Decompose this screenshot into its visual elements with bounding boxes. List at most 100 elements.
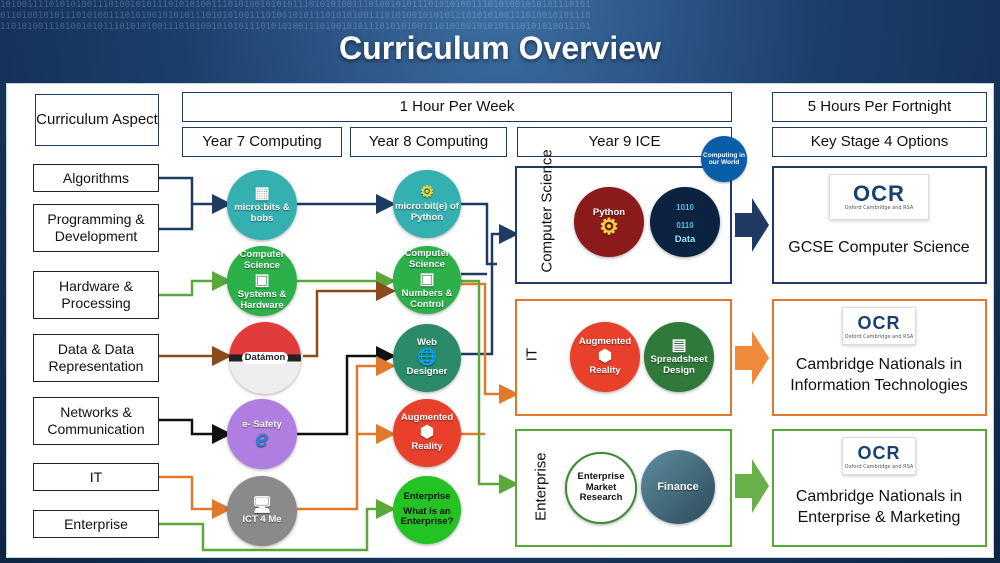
header-one-hour: 1 Hour Per Week xyxy=(182,92,732,122)
aspect-data: Data & Data Representation xyxy=(33,334,159,382)
chip-icon: ▣ xyxy=(419,271,435,288)
header-year9: Year 9 ICE xyxy=(517,127,732,157)
binary-background: 1010011110101010011101001010111010101001… xyxy=(0,0,591,32)
y8-augmented-top: Augmented xyxy=(400,412,454,424)
aspect-networks: Networks & Communication xyxy=(33,397,159,445)
y9-augmented-top: Augmented xyxy=(578,336,632,348)
y7-microbits-label: micro:bits & bobs xyxy=(234,202,290,224)
ocr-logo-text: OCR xyxy=(853,181,905,206)
aspect-programming-label: Programming & Development xyxy=(47,211,145,244)
y9-python: Python ⚙ xyxy=(574,187,644,257)
y9-spreadsheet: ▤ Spreadsheet Design xyxy=(644,322,714,392)
aspect-algorithms: Algorithms xyxy=(33,164,159,192)
header-year8-label: Year 8 Computing xyxy=(368,133,489,150)
aspect-programming: Programming & Development xyxy=(33,204,159,252)
y7-ict4me: 🖥 ICT 4 Me xyxy=(227,476,297,546)
y8-enterprise-bottom: What is an Enterprise? xyxy=(400,505,454,528)
aspect-networks-label: Networks & Communication xyxy=(47,404,145,437)
y7-datamon: Datámon xyxy=(229,322,301,394)
y8-python: ⚙ micro:bit(e) of Python xyxy=(393,170,461,238)
cube-icon: ⬢ xyxy=(420,424,434,441)
header-curriculum-aspect: Curriculum Aspect xyxy=(35,94,159,146)
diagram-panel: Curriculum Aspect 1 Hour Per Week 5 Hour… xyxy=(6,83,994,558)
python-icon: ⚙ xyxy=(419,184,435,202)
header-year7-label: Year 7 Computing xyxy=(202,133,322,150)
aspect-enterprise-label: Enterprise xyxy=(64,515,128,532)
y9-finance-label: Finance xyxy=(657,480,699,493)
ocr-logo-sub: Oxford Cambridge and RSA xyxy=(844,464,914,470)
cube-icon: ⬢ xyxy=(598,348,612,365)
header-year8: Year 8 Computing xyxy=(350,127,507,157)
header-five-hours-label: 5 Hours Per Fortnight xyxy=(807,98,952,115)
y7-cs-systems: Computer Science ▣ Systems & Hardware xyxy=(227,246,297,316)
connector-lines xyxy=(159,176,519,552)
arrow-cs xyxy=(735,198,769,252)
ks4-cn-enterprise-title: Cambridge Nationals in Enterprise & Mark… xyxy=(795,488,963,526)
header-curriculum-aspect-label: Curriculum Aspect xyxy=(36,111,158,128)
header-one-hour-label: 1 Hour Per Week xyxy=(399,98,515,115)
ks4-gcse-cs-title: GCSE Computer Science xyxy=(788,239,970,256)
ks4-cn-enterprise: OCR Oxford Cambridge and RSA Cambridge N… xyxy=(772,429,987,547)
aspect-algorithms-label: Algorithms xyxy=(62,169,130,186)
aspect-hardware-label: Hardware & Processing xyxy=(59,278,133,311)
aspect-it-label: IT xyxy=(89,468,103,485)
y9-python-label: Python xyxy=(592,206,626,218)
y9-data-label: Data xyxy=(674,233,696,245)
microbit-icon: ▦ xyxy=(254,185,270,203)
header-year9-label: Year 9 ICE xyxy=(588,133,661,150)
header-ks4: Key Stage 4 Options xyxy=(772,127,987,157)
aspect-enterprise: Enterprise xyxy=(33,510,159,538)
y7-microbits: ▦ micro:bits & bobs xyxy=(227,170,297,240)
page-title: Curriculum Overview xyxy=(339,30,661,66)
y7-esafety-label: e- Safety xyxy=(242,418,282,430)
y7-esafety: e- Safety ℯ xyxy=(227,399,297,469)
y9-finance: Finance xyxy=(641,450,715,524)
ocr-logo-sub: Oxford Cambridge and RSA xyxy=(844,205,914,211)
ks4-cn-it: OCR Oxford Cambridge and RSA Cambridge N… xyxy=(772,299,987,416)
ocr-logo-sub: Oxford Cambridge and RSA xyxy=(844,334,914,340)
ocr-logo-text: OCR xyxy=(857,313,901,333)
aspect-it: IT xyxy=(33,463,159,491)
ks4-arrows xyxy=(735,198,769,513)
y7-ict4me-label: ICT 4 Me xyxy=(242,513,282,525)
y8-web-bottom: Designer xyxy=(406,366,448,377)
y9-augmented-bottom: Reality xyxy=(589,365,621,376)
y8-web-top: Web xyxy=(417,337,437,349)
y9-market-research-label: Enterprise Market Research xyxy=(577,470,625,504)
computer-icon: 🖥 xyxy=(251,496,273,514)
y7-cs-systems-bottom: Systems & Hardware xyxy=(237,289,287,311)
ocr-logo: OCR Oxford Cambridge and RSA xyxy=(842,307,916,345)
y8-web-designer: Web 🌐 Designer xyxy=(393,324,461,392)
header-year7: Year 7 Computing xyxy=(182,127,342,157)
chip-icon: ▣ xyxy=(254,272,270,289)
arrow-enterprise xyxy=(735,459,769,513)
spreadsheet-icon: ▤ xyxy=(671,337,687,355)
header-five-hours: 5 Hours Per Fortnight xyxy=(772,92,987,122)
ocr-logo: OCR Oxford Cambridge and RSA xyxy=(829,174,929,220)
y8-augmented: Augmented ⬢ Reality xyxy=(393,399,461,467)
y8-enterprise-top: Enterprise xyxy=(403,490,451,502)
y8-enterprise: Enterprise What is an Enterprise? xyxy=(393,476,461,544)
ks4-gcse-cs: OCR Oxford Cambridge and RSA GCSE Comput… xyxy=(772,166,987,284)
aspect-hardware: Hardware & Processing xyxy=(33,271,159,319)
y9-spreadsheet-label: Spreadsheet Design xyxy=(650,354,708,376)
arrow-it xyxy=(735,331,769,385)
y8-python-label: micro:bit(e) of Python xyxy=(395,201,459,223)
y7-datamon-label: Datámon xyxy=(241,351,289,365)
globe-icon: 🌐 xyxy=(417,349,437,366)
y9-badge-label: Computing in our World xyxy=(703,151,745,166)
ocr-logo: OCR Oxford Cambridge and RSA xyxy=(842,437,916,475)
y8-cs-numbers: Computer Science ▣ Numbers & Control xyxy=(393,246,461,314)
ks4-cn-it-title: Cambridge Nationals in Information Techn… xyxy=(790,356,968,394)
y9-market-research: Enterprise Market Research xyxy=(565,452,637,524)
python-icon: ⚙ xyxy=(599,214,619,240)
y7-cs-systems-top: Computer Science xyxy=(239,249,285,272)
y9-computing-badge: Computing in our World xyxy=(701,136,747,182)
aspect-data-label: Data & Data Representation xyxy=(48,341,144,374)
y9-augmented: Augmented ⬢ Reality xyxy=(570,322,640,392)
y8-cs-numbers-top: Computer Science xyxy=(404,248,450,271)
header-ks4-label: Key Stage 4 Options xyxy=(810,133,949,150)
y8-cs-numbers-bottom: Numbers & Control xyxy=(401,288,453,310)
